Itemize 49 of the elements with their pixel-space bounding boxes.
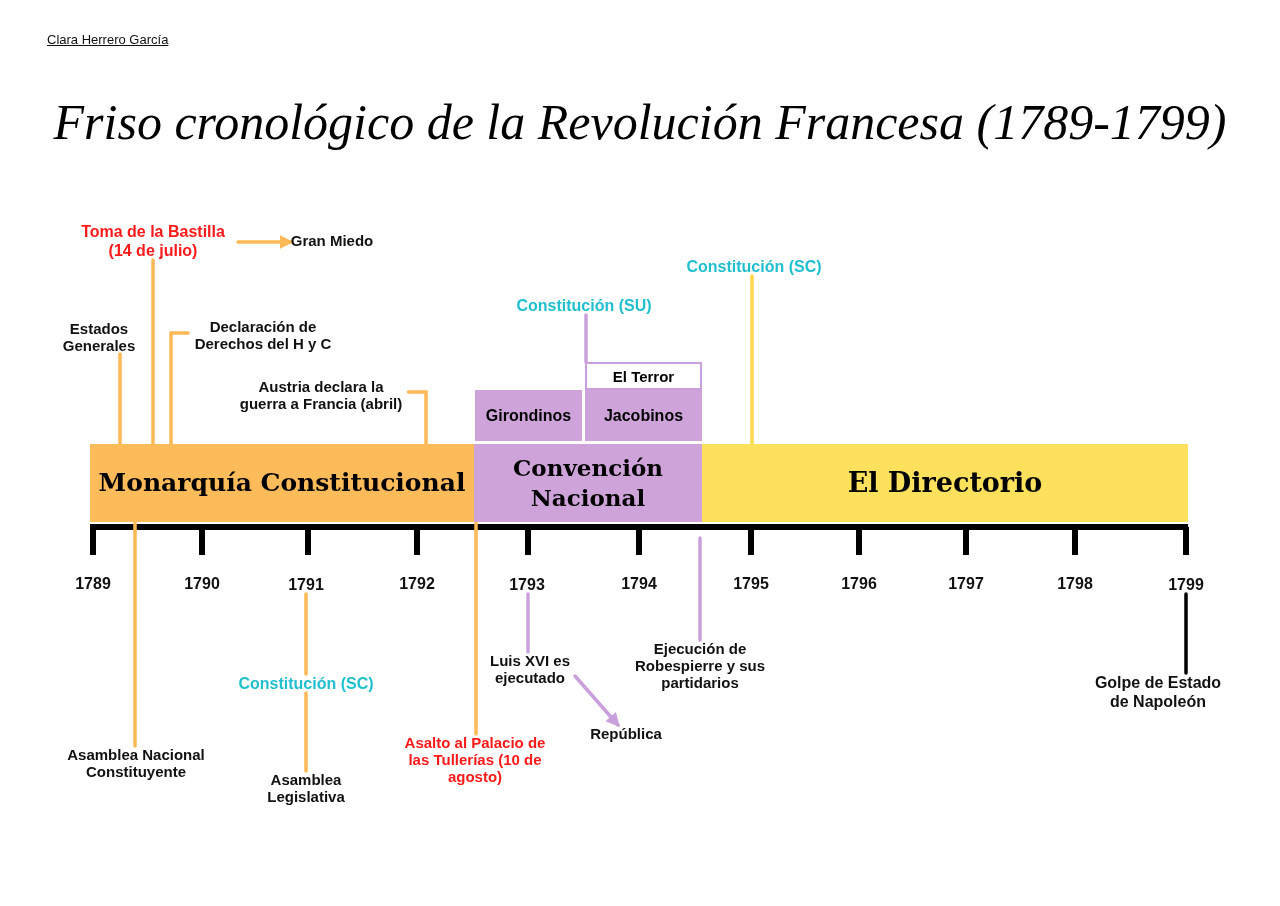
event-label: Asalto al Palacio de las Tullerías (10 de agosto): [395, 734, 555, 785]
event-label: Golpe de Estado de Napoleón: [1088, 673, 1228, 711]
event-label: República: [590, 725, 662, 742]
arrow: [236, 235, 294, 249]
year-label: 1792: [399, 575, 435, 592]
event-label: Austria declara la guerra a Francia (abril): [233, 378, 409, 412]
year-label: 1790: [184, 575, 220, 592]
event-label: Toma de la Bastilla (14 de julio): [68, 222, 238, 260]
event-label: Estados Generales: [59, 320, 139, 354]
leader-line: [304, 691, 308, 773]
period-band: Monarquía Constitucional: [90, 444, 474, 522]
leader-line: [1184, 592, 1188, 675]
year-label: 1791: [288, 575, 324, 594]
year-label: 1795: [733, 575, 769, 592]
period-band: Convención Nacional: [474, 444, 702, 522]
event-label: Asamblea Nacional Constituyente: [56, 746, 216, 780]
year-label: 1797: [948, 575, 984, 592]
leader-line: [474, 520, 478, 736]
event-label: Asamblea Legislativa: [256, 771, 356, 805]
event-label: Ejecución de Robespierre y sus partidarios: [630, 640, 770, 691]
title: Friso cronológico de la Revolución Francesa (1789-1799): [53, 93, 1227, 152]
period-band: El Directorio: [702, 444, 1188, 522]
event-label: Constitución (SU): [516, 296, 652, 315]
faction-box: Girondinos: [475, 390, 582, 441]
arrow: [573, 674, 620, 728]
year-label: 1798: [1057, 575, 1093, 592]
leader-line: [526, 592, 530, 654]
leader-line: [151, 258, 155, 446]
year-label: 1789: [75, 575, 111, 592]
event-label: Declaración de Derechos del H y C: [188, 318, 338, 352]
event-label: Constitución (SC): [238, 674, 374, 693]
event-label: Constitución (SC): [686, 257, 822, 276]
year-label: 1796: [841, 575, 877, 592]
faction-box: Jacobinos: [585, 390, 702, 441]
leader-line: [584, 313, 588, 364]
year-label: 1799: [1168, 575, 1204, 594]
event-label: Gran Miedo: [290, 232, 374, 249]
year-label: 1794: [621, 575, 657, 592]
leader-line: [406, 390, 428, 446]
leader-line: [750, 274, 754, 446]
leader-line: [698, 536, 702, 642]
leader-line: [133, 520, 137, 748]
leader-line: [169, 331, 190, 446]
author-name: Clara Herrero García: [47, 32, 169, 47]
leader-line: [118, 352, 122, 446]
year-label: 1793: [509, 575, 545, 594]
event-label: Luis XVI es ejecutado: [485, 652, 575, 686]
leader-line: [304, 592, 308, 676]
period-box: El Terror: [585, 362, 702, 390]
